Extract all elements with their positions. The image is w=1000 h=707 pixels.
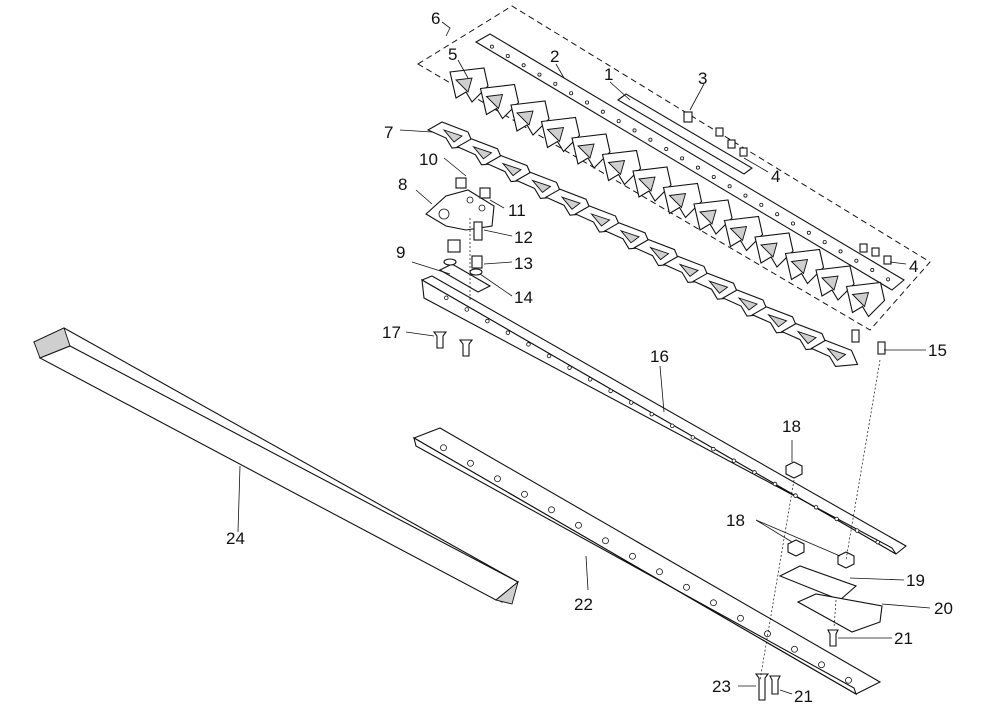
bolt-17a: [432, 331, 448, 349]
label-22: 22: [574, 595, 593, 614]
nut-13b: [471, 255, 483, 269]
label-16: 16: [650, 347, 669, 366]
label-14: 14: [514, 288, 533, 307]
bolt-11: [479, 187, 491, 199]
part-8-knife-head: [425, 189, 495, 231]
bolt-4b-1: [859, 243, 868, 253]
bolt-4b-2: [871, 247, 880, 257]
label-23: 23: [712, 677, 731, 696]
washer-14a: [443, 258, 457, 266]
hardware: [432, 111, 892, 701]
label-1: 1: [604, 65, 613, 84]
bolt-4a-1: [715, 127, 724, 137]
label-19: 19: [906, 571, 925, 590]
part-1-strip: [617, 93, 753, 175]
label-21a: 21: [894, 629, 913, 648]
part-16-cutter-bar: [420, 275, 907, 555]
bolt-15b: [877, 341, 886, 355]
label-10: 10: [419, 150, 438, 169]
label-9: 9: [396, 243, 405, 262]
label-3: 3: [698, 69, 707, 88]
part-22-wear-plate: [412, 427, 882, 696]
label-15: 15: [928, 341, 947, 360]
assembly-outline: [417, 5, 931, 331]
label-13: 13: [514, 254, 533, 273]
label-4a: 4: [771, 167, 780, 186]
bolt-4a-2: [727, 139, 736, 149]
part-9-plate: [438, 263, 492, 293]
alignment-lines: [469, 218, 881, 681]
label-11: 11: [508, 201, 526, 220]
bolt-4a-3: [739, 147, 748, 157]
label-7: 7: [384, 123, 393, 142]
bushing-12: [473, 221, 483, 241]
label-18a: 18: [782, 417, 801, 436]
bolt-15a: [851, 329, 860, 343]
label-8: 8: [398, 175, 407, 194]
part-20-shoe: [796, 593, 883, 633]
part-7-guards: [426, 121, 859, 367]
bolt-21b: [769, 675, 781, 695]
label-6: 6: [431, 9, 440, 28]
bolt-4b-3: [883, 255, 892, 265]
label-20: 20: [934, 599, 953, 618]
nut-18a: [785, 461, 803, 479]
part-5-knife-sections: [449, 67, 886, 318]
bolt-21a: [827, 629, 839, 647]
callout-labels: 6 5 2 1 3 4 4 7 10 8 11 12 13 9 14 15 17…: [226, 9, 953, 706]
nut-13a: [447, 239, 461, 253]
part-19-clip: [778, 565, 858, 601]
label-18b: 18: [726, 511, 745, 530]
nut-18b: [787, 539, 805, 557]
nut-18c: [837, 551, 855, 569]
part-2-knife-back: [474, 33, 905, 291]
bolt-23: [754, 673, 770, 701]
bolt-10: [455, 177, 467, 189]
label-4b: 4: [909, 257, 918, 276]
part-24-guard: [32, 327, 519, 605]
leaders: [237, 21, 931, 695]
bolt-3: [683, 111, 693, 123]
label-17: 17: [382, 323, 401, 342]
label-21b: 21: [794, 687, 813, 706]
label-12: 12: [514, 228, 533, 247]
label-5: 5: [448, 45, 457, 64]
bolt-17b: [458, 339, 474, 357]
label-2: 2: [550, 47, 559, 66]
label-24: 24: [226, 529, 245, 548]
